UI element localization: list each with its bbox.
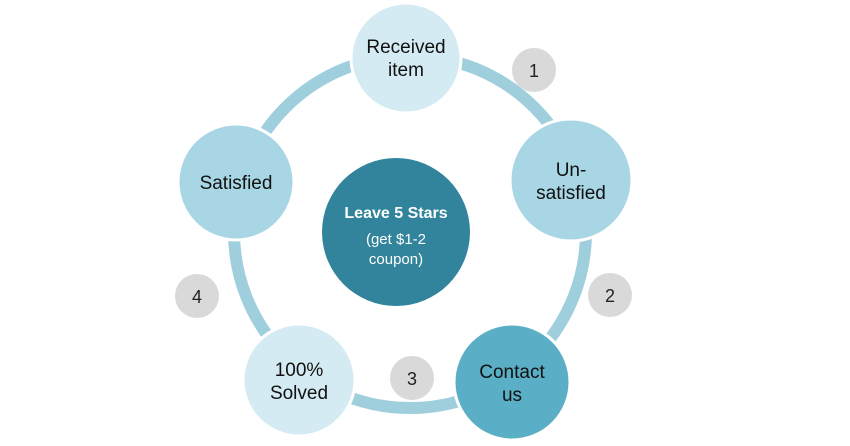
node-received-circle	[349, 1, 463, 115]
step-badge-1-number: 1	[529, 61, 539, 81]
node-contact-line2: us	[502, 385, 522, 406]
center-circle	[322, 158, 470, 306]
step-badge-3: 3	[390, 356, 434, 400]
node-satisfied-circle	[176, 122, 296, 242]
node-solved-circle	[241, 322, 357, 438]
node-unsatisfied-line2: satisfied	[536, 183, 606, 204]
center-subtitle-line1: (get $1-2	[366, 231, 426, 248]
node-solved-line1: 100%	[275, 360, 324, 381]
node-unsatisfied-circle	[508, 117, 634, 243]
center-subtitle-line2: coupon)	[369, 251, 423, 268]
step-badge-4-number: 4	[192, 287, 202, 307]
step-badge-1-circle	[512, 48, 556, 92]
center-title: Leave 5 Stars	[344, 205, 447, 222]
step-badge-1: 1	[512, 48, 556, 92]
node-solved: 100% Solved	[241, 322, 357, 438]
node-contact-circle	[452, 322, 572, 442]
step-badge-2: 2	[588, 273, 632, 317]
step-badge-2-circle	[588, 273, 632, 317]
node-satisfied: Satisfied	[176, 122, 296, 242]
step-badge-4-circle	[175, 274, 219, 318]
node-satisfied-label: Satisfied	[200, 173, 273, 194]
step-badge-2-number: 2	[605, 286, 615, 306]
node-unsatisfied-line1: Un-	[556, 160, 587, 181]
step-badge-3-number: 3	[407, 369, 417, 389]
node-received-line2: item	[388, 60, 424, 81]
node-contact-line1: Contact	[479, 362, 545, 383]
node-unsatisfied: Un- satisfied	[508, 117, 634, 243]
node-contact-us: Contact us	[452, 322, 572, 442]
node-received-line1: Received	[366, 37, 445, 58]
node-received-item: Received item	[349, 1, 463, 115]
step-badge-3-circle	[390, 356, 434, 400]
node-solved-line2: Solved	[270, 383, 328, 404]
center-node: Leave 5 Stars (get $1-2 coupon)	[322, 158, 470, 306]
step-badge-4: 4	[175, 274, 219, 318]
